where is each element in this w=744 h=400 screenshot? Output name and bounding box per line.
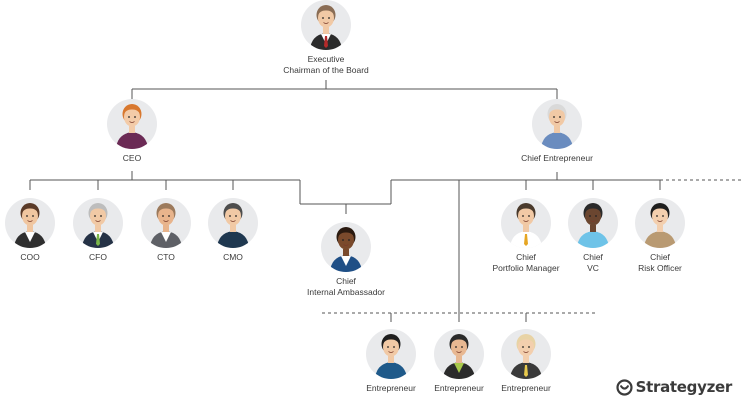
node-label-line: CMO [223, 252, 243, 262]
avatar [568, 198, 618, 248]
node-label: Chief Entrepreneur [492, 153, 622, 164]
node-label: Entrepreneur [394, 383, 524, 394]
avatar [73, 198, 123, 248]
person-illustration-icon [577, 203, 609, 248]
person-illustration-icon [375, 334, 407, 379]
person-illustration-icon [330, 227, 362, 272]
node-label-line: Chief [650, 252, 670, 262]
person-illustration-icon [116, 104, 148, 149]
node-label: CTO [101, 252, 231, 263]
node-label-line: Entrepreneur [434, 383, 484, 393]
strategyzer-logo: Strategyzer [616, 378, 732, 396]
node-label-line: Chief [583, 252, 603, 262]
node-label-line: Portfolio Manager [492, 262, 560, 273]
org-node-ceo: CEO [67, 99, 197, 164]
org-node-entrepreneur-3: Entrepreneur [461, 329, 591, 394]
avatar [501, 198, 551, 248]
strategyzer-logo-icon [616, 378, 633, 396]
avatar [434, 329, 484, 379]
org-node-cmo: CMO [168, 198, 298, 263]
node-label-line: Risk Officer [638, 262, 682, 273]
node-label-line: Chief Entrepreneur [521, 153, 593, 163]
person-illustration-icon [82, 203, 114, 248]
avatar [141, 198, 191, 248]
org-node-cto: CTO [101, 198, 231, 263]
node-label-line: Chief [516, 252, 536, 262]
node-label: CEO [67, 153, 197, 164]
node-label: Entrepreneur [461, 383, 591, 394]
person-illustration-icon [644, 203, 676, 248]
person-illustration-icon [541, 104, 573, 149]
person-illustration-icon [443, 334, 475, 379]
brand-name: Strategyzer [635, 378, 733, 396]
avatar [366, 329, 416, 379]
person-illustration-icon [510, 334, 542, 379]
avatar [107, 99, 157, 149]
person-illustration-icon [14, 203, 46, 248]
org-node-cfo: CFO [33, 198, 163, 263]
person-illustration-icon [217, 203, 249, 248]
node-label-line: Chairman of the Board [283, 64, 369, 75]
node-label-line: COO [20, 252, 40, 262]
node-label-line: CTO [157, 252, 175, 262]
node-label: COO [0, 252, 95, 263]
node-label-line: Internal Ambassador [307, 286, 385, 297]
node-label-line: CFO [89, 252, 107, 262]
person-illustration-icon [510, 203, 542, 248]
avatar [635, 198, 685, 248]
node-label: CMO [168, 252, 298, 263]
avatar [321, 222, 371, 272]
org-node-entrepreneur-1: Entrepreneur [326, 329, 456, 394]
org-node-entrepreneur-2: Entrepreneur [394, 329, 524, 394]
avatar [501, 329, 551, 379]
person-illustration-icon [310, 5, 342, 50]
avatar [301, 0, 351, 50]
node-label-line: CEO [122, 153, 142, 163]
node-label-line: Entrepreneur [366, 383, 416, 393]
avatar [208, 198, 258, 248]
node-label-line: Chief [336, 276, 356, 286]
org-node-coo: COO [0, 198, 95, 263]
node-label-line: Entrepreneur [501, 383, 551, 393]
node-label-line: Executive [307, 54, 345, 64]
node-label: CFO [33, 252, 163, 263]
person-illustration-icon [150, 203, 182, 248]
node-label-line: VC [587, 262, 599, 273]
org-node-chief-entrepreneur: Chief Entrepreneur [492, 99, 622, 164]
avatar [532, 99, 582, 149]
node-label: Entrepreneur [326, 383, 456, 394]
avatar [5, 198, 55, 248]
